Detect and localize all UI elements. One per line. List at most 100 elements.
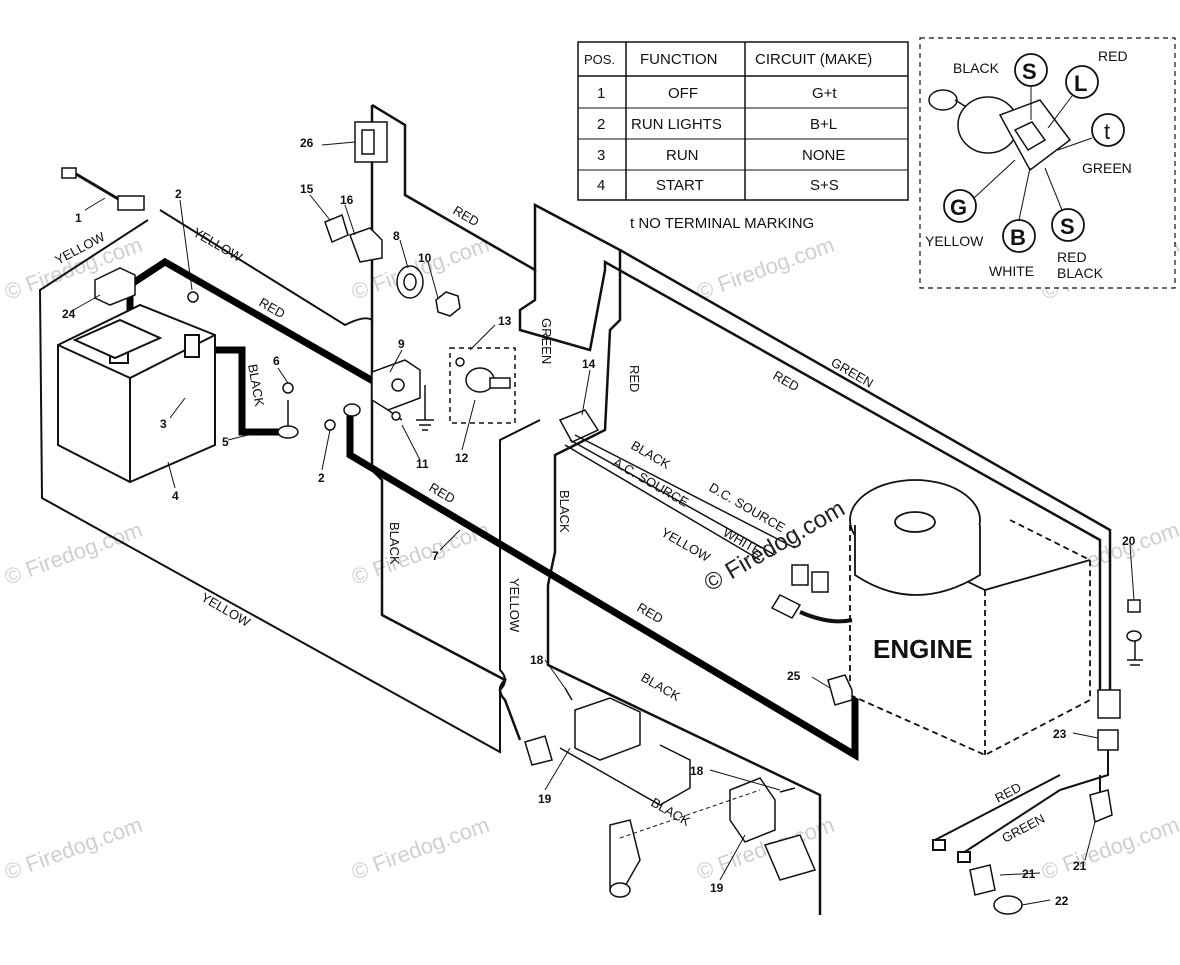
bolt-11 <box>387 409 403 421</box>
black-wire-left <box>370 105 522 741</box>
wire-label: BLACK <box>245 363 267 408</box>
table-cell: NONE <box>802 147 845 164</box>
terminal-letter: t <box>1104 119 1110 144</box>
terminal-letter: L <box>1074 71 1087 96</box>
part-number: 21 <box>1022 867 1036 881</box>
light-harness-red-green <box>932 774 1101 863</box>
ignition-key-icon <box>928 89 1072 172</box>
table-cell: G+t <box>812 85 837 102</box>
watermark: © Firedog.com <box>1 812 145 885</box>
bolt-20 <box>1126 599 1142 642</box>
table-cell: START <box>656 177 704 194</box>
connector-26 <box>354 121 388 163</box>
nut-10 <box>435 291 461 317</box>
wire-label: YELLOW <box>659 525 714 565</box>
table-cell: B+L <box>810 116 837 133</box>
part-number: 14 <box>582 357 596 371</box>
screw-6 <box>282 382 294 394</box>
part-number: 11 <box>416 457 429 471</box>
harness-plug-1 <box>61 167 145 211</box>
terminal-color-label: BLACK <box>1057 265 1104 281</box>
diode-25 <box>827 674 853 706</box>
terminal-color-label: WHITE <box>989 263 1034 279</box>
part-number: 12 <box>455 451 469 465</box>
wire-label: RED <box>627 365 642 392</box>
part-number: 10 <box>418 251 432 265</box>
part-number: 16 <box>340 193 354 207</box>
table-cell: 3 <box>597 147 605 164</box>
ignition-switch-12 <box>449 347 516 424</box>
part-number: 5 <box>222 435 229 449</box>
solenoid-9 <box>371 359 421 411</box>
table-cell: 2 <box>597 116 605 133</box>
yellow-wire-upper <box>159 209 373 327</box>
red-wire-right <box>619 248 1112 690</box>
bushing-8 <box>396 265 424 299</box>
safety-switch-19-upper <box>524 697 691 806</box>
part-number: 2 <box>318 471 325 485</box>
terminal-color-label: RED <box>1098 48 1128 64</box>
terminal-letter: B <box>1010 225 1026 250</box>
table-header: CIRCUIT (MAKE) <box>755 51 872 68</box>
part-number: 7 <box>432 549 439 563</box>
part-number: 21 <box>1073 859 1087 873</box>
light-socket-21 <box>969 789 1113 896</box>
part-number: 1 <box>75 211 82 225</box>
part-number: 2 <box>175 187 182 201</box>
clip-15 <box>324 213 349 244</box>
table-cell: RUN <box>666 147 699 164</box>
switch-function-table: POS. FUNCTION CIRCUIT (MAKE) 1 OFF G+t 2… <box>577 41 909 232</box>
terminal-leads <box>973 86 1093 221</box>
terminal-circles <box>943 53 1125 253</box>
part-number: 4 <box>172 489 179 503</box>
part-number: 13 <box>498 314 512 328</box>
switch-detail-inset: S L t G B S BLACK RED GREEN YELLOW WHITE… <box>919 37 1176 289</box>
wire-label: RED <box>771 368 802 395</box>
part-number: 3 <box>160 417 167 431</box>
table-cell: 1 <box>597 85 605 102</box>
table-header: FUNCTION <box>640 51 718 68</box>
terminal-2 <box>187 291 361 431</box>
connector-23 <box>1059 689 1121 791</box>
wire-label: BLACK <box>649 795 694 829</box>
wire-label: YELLOW <box>507 578 522 633</box>
engine-body <box>849 479 1091 756</box>
terminal-color-label: BLACK <box>953 60 1000 76</box>
terminal-color-label: RED <box>1057 249 1087 265</box>
leader-lines <box>69 141 1135 906</box>
part-number: 23 <box>1053 727 1067 741</box>
part-numbers: 1 2 3 4 5 6 2 7 8 9 10 11 12 13 14 15 16… <box>62 136 1136 908</box>
part-number: 18 <box>530 653 544 667</box>
part-number: 24 <box>62 307 76 321</box>
terminal-letter: S <box>1022 59 1037 84</box>
harness-plug-ac-dc <box>770 564 853 624</box>
green-wire-frame <box>518 259 1102 690</box>
terminal-5 <box>277 425 299 439</box>
wire-label: D.C. SOURCE <box>707 480 789 536</box>
table-header: POS. <box>584 52 615 67</box>
terminal-letter: S <box>1060 214 1075 239</box>
part-number: 9 <box>398 337 405 351</box>
terminal-color-label: GREEN <box>1082 160 1132 176</box>
part-number: 15 <box>300 182 314 196</box>
part-number: 18 <box>690 764 704 778</box>
table-cell: 4 <box>597 177 605 194</box>
table-cell: OFF <box>668 85 698 102</box>
red-battery-cable <box>126 257 382 389</box>
part-number: 19 <box>710 881 724 895</box>
watermark: © Firedog.com <box>1 517 145 590</box>
table-cell: S+S <box>810 177 839 194</box>
watermark: © Firedog.com <box>348 812 492 885</box>
terminal-color-label: YELLOW <box>925 233 984 249</box>
battery <box>57 303 216 484</box>
yellow-wire-outer <box>38 219 541 754</box>
part-number: 20 <box>1122 534 1136 548</box>
table-note: t NO TERMINAL MARKING <box>630 215 814 232</box>
screw-18 <box>564 687 796 793</box>
black-battery-cable <box>205 346 285 436</box>
connector-14 <box>558 409 796 561</box>
wire-label: GREEN <box>999 811 1047 846</box>
switch-16 <box>349 227 383 263</box>
watermark: © Firedog.com <box>1038 812 1180 885</box>
